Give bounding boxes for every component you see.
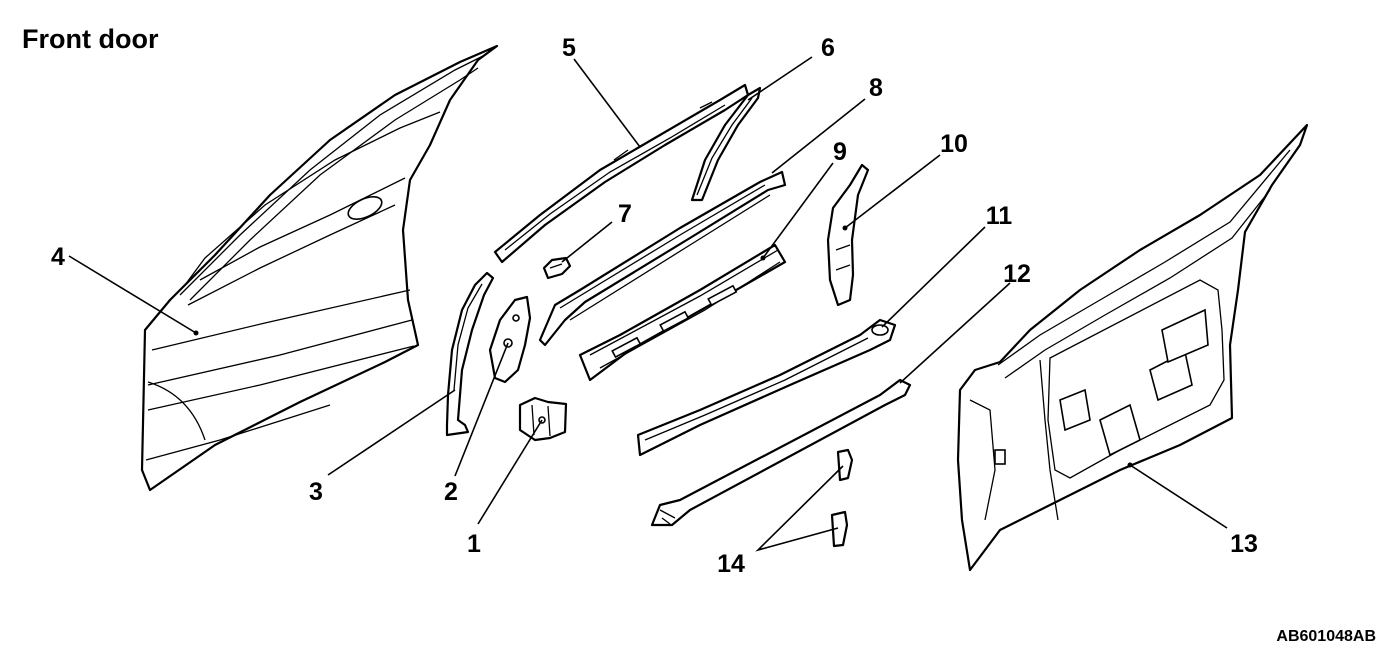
callout-10: 10	[940, 130, 968, 158]
part-8-reinforcement	[538, 170, 787, 347]
callout-2: 2	[444, 478, 458, 506]
part-2-bracket	[488, 295, 532, 384]
part-11-lower-beam	[636, 318, 897, 457]
part-1-hinge	[518, 396, 568, 442]
callout-13: 13	[1230, 530, 1258, 558]
part-14-clips	[830, 448, 854, 548]
callout-8: 8	[869, 74, 883, 102]
figure-code: AB601048AB	[1276, 628, 1376, 645]
diagram-title: Front door	[22, 24, 159, 54]
callout-4: 4	[51, 243, 65, 271]
callout-11: 11	[986, 202, 1013, 230]
part-12-rod	[650, 378, 912, 527]
callout-14: 14	[717, 550, 745, 578]
part-3-front-sash	[445, 271, 495, 437]
callout-9: 9	[833, 138, 847, 166]
part-7-clip	[542, 256, 572, 280]
callout-1: 1	[467, 530, 481, 558]
callout-12: 12	[1003, 260, 1031, 288]
part-9-impact-beam	[578, 243, 787, 382]
part-4-outer-panel	[140, 44, 499, 492]
callout-5: 5	[562, 34, 576, 62]
part-10-bracket	[826, 163, 870, 307]
callout-7: 7	[618, 200, 632, 228]
callout-3: 3	[309, 478, 323, 506]
part-13-inner-frame	[956, 123, 1309, 572]
callout-numbers: 1 2 3 4 5 6 7 8 9 10 11 12 13 14	[51, 34, 1258, 578]
leader-lines	[68, 56, 1228, 552]
callout-6: 6	[821, 34, 835, 62]
